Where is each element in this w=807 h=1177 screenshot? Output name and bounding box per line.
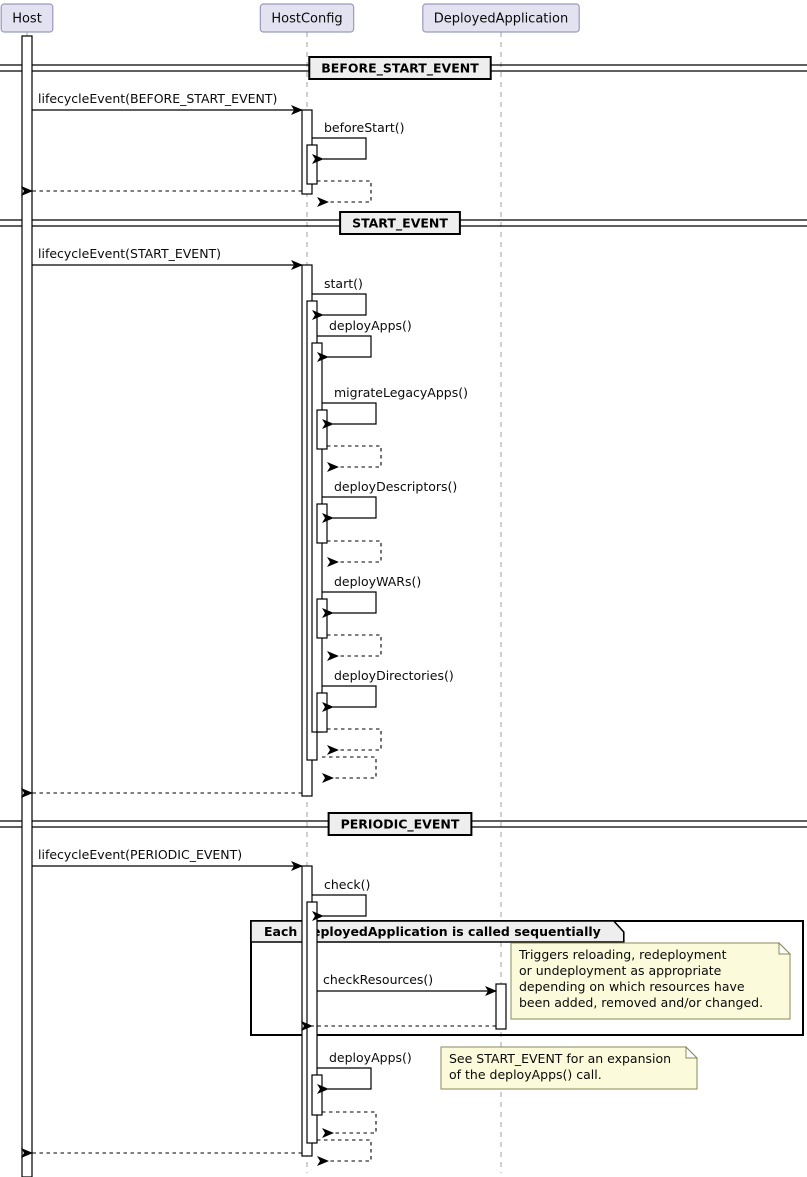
- participants-group: Host HostConfig DeployedApplication: [0, 3, 580, 33]
- message-self-m3: [317, 180, 372, 207]
- note-line-note-checkresources-0: Triggers reloading, redeployment: [518, 947, 727, 962]
- note-line-note-checkresources-2: depending on which resources have: [519, 979, 745, 994]
- message-label-m6: start(): [324, 276, 363, 291]
- note-line-note-checkresources-3: been added, removed and/or changed.: [519, 995, 763, 1010]
- message-self-m6: [312, 293, 367, 320]
- message-self-m13: [327, 634, 382, 661]
- group-tab-label-group-sequential: Each DeployedApplication is called seque…: [264, 924, 601, 939]
- divider-label-before-start: BEFORE_START_EVENT: [321, 61, 479, 77]
- groups-group: Each DeployedApplication is called seque…: [250, 920, 804, 1036]
- activation-bar-hostconfig: [316, 503, 328, 544]
- note-body-note-deployapps: [440, 1046, 698, 1090]
- divider-label-periodic: PERIODIC_EVENT: [341, 817, 460, 833]
- participant-box-host[interactable]: [0, 3, 54, 33]
- activation-bar-host: [21, 35, 33, 1177]
- message-self-m12: [322, 591, 377, 618]
- message-self-m7: [317, 335, 372, 362]
- lifelines-group: [26, 32, 502, 1173]
- message-label-m10: deployDescriptors(): [334, 479, 457, 494]
- message-self-m14: [322, 685, 377, 712]
- message-label-m14: deployDirectories(): [334, 668, 454, 683]
- message-self-m2: [312, 137, 367, 164]
- participant-box-deployedapplication[interactable]: [422, 3, 580, 33]
- message-self-m24: [317, 1139, 372, 1166]
- activation-bar-hostconfig: [316, 409, 328, 450]
- message-self-m8: [322, 402, 377, 429]
- message-label-m1: lifecycleEvent(BEFORE_START_EVENT): [38, 91, 277, 106]
- note-line-note-deployapps-1: of the deployApps() call.: [449, 1067, 602, 1082]
- message-self-m9: [327, 445, 382, 472]
- divider-box-before-start: [308, 56, 492, 80]
- participant-label-hostconfig: HostConfig: [271, 12, 342, 27]
- message-label-m18: lifecycleEvent(PERIODIC_EVENT): [38, 847, 242, 862]
- activation-bar-hostconfig: [316, 598, 328, 639]
- message-label-m12: deployWARs(): [334, 574, 421, 589]
- dividers-group: BEFORE_START_EVENT START_EVENT PERIODIC_EV…: [0, 56, 807, 836]
- participant-box-hostconfig[interactable]: [259, 3, 355, 33]
- message-label-m20: checkResources(): [323, 972, 433, 987]
- message-label-m22: deployApps(): [329, 1050, 412, 1065]
- message-self-m23: [322, 1111, 377, 1138]
- note-fold-note-deployapps: [685, 1045, 699, 1059]
- participant-label-deployedapplication: DeployedApplication: [434, 12, 568, 27]
- message-self-m15: [327, 728, 382, 755]
- activations-group: [21, 35, 507, 1177]
- divider-box-periodic: [327, 812, 473, 836]
- message-label-m7: deployApps(): [329, 318, 412, 333]
- divider-box-start: [339, 211, 461, 235]
- message-self-m22: [317, 1067, 372, 1094]
- group-tab-group-sequential: [250, 920, 625, 943]
- activation-bar-hostconfig: [311, 1074, 323, 1116]
- message-self-m11: [327, 540, 382, 567]
- note-line-note-checkresources-1: or undeployment as appropriate: [519, 963, 722, 978]
- participant-label-host: Host: [12, 12, 42, 27]
- messages-group: lifecycleEvent(BEFORE_START_EVENT)before…: [21, 91, 497, 1166]
- note-line-note-deployapps-0: See START_EVENT for an expansion: [449, 1051, 671, 1066]
- activation-bar-deployedapplication: [495, 983, 507, 1030]
- activation-bar-hostconfig: [316, 692, 328, 733]
- message-label-m2: beforeStart(): [324, 120, 405, 135]
- message-self-m16: [322, 756, 377, 783]
- message-self-m19: [312, 894, 367, 921]
- message-label-m5: lifecycleEvent(START_EVENT): [38, 246, 221, 261]
- divider-label-start: START_EVENT: [352, 216, 448, 232]
- message-label-m8: migrateLegacyApps(): [334, 385, 468, 400]
- message-self-m10: [322, 496, 377, 523]
- note-fold-note-checkresources: [778, 941, 792, 955]
- activation-bar-hostconfig: [306, 144, 318, 185]
- message-label-m19: check(): [324, 877, 370, 892]
- note-body-note-checkresources: [510, 942, 791, 1020]
